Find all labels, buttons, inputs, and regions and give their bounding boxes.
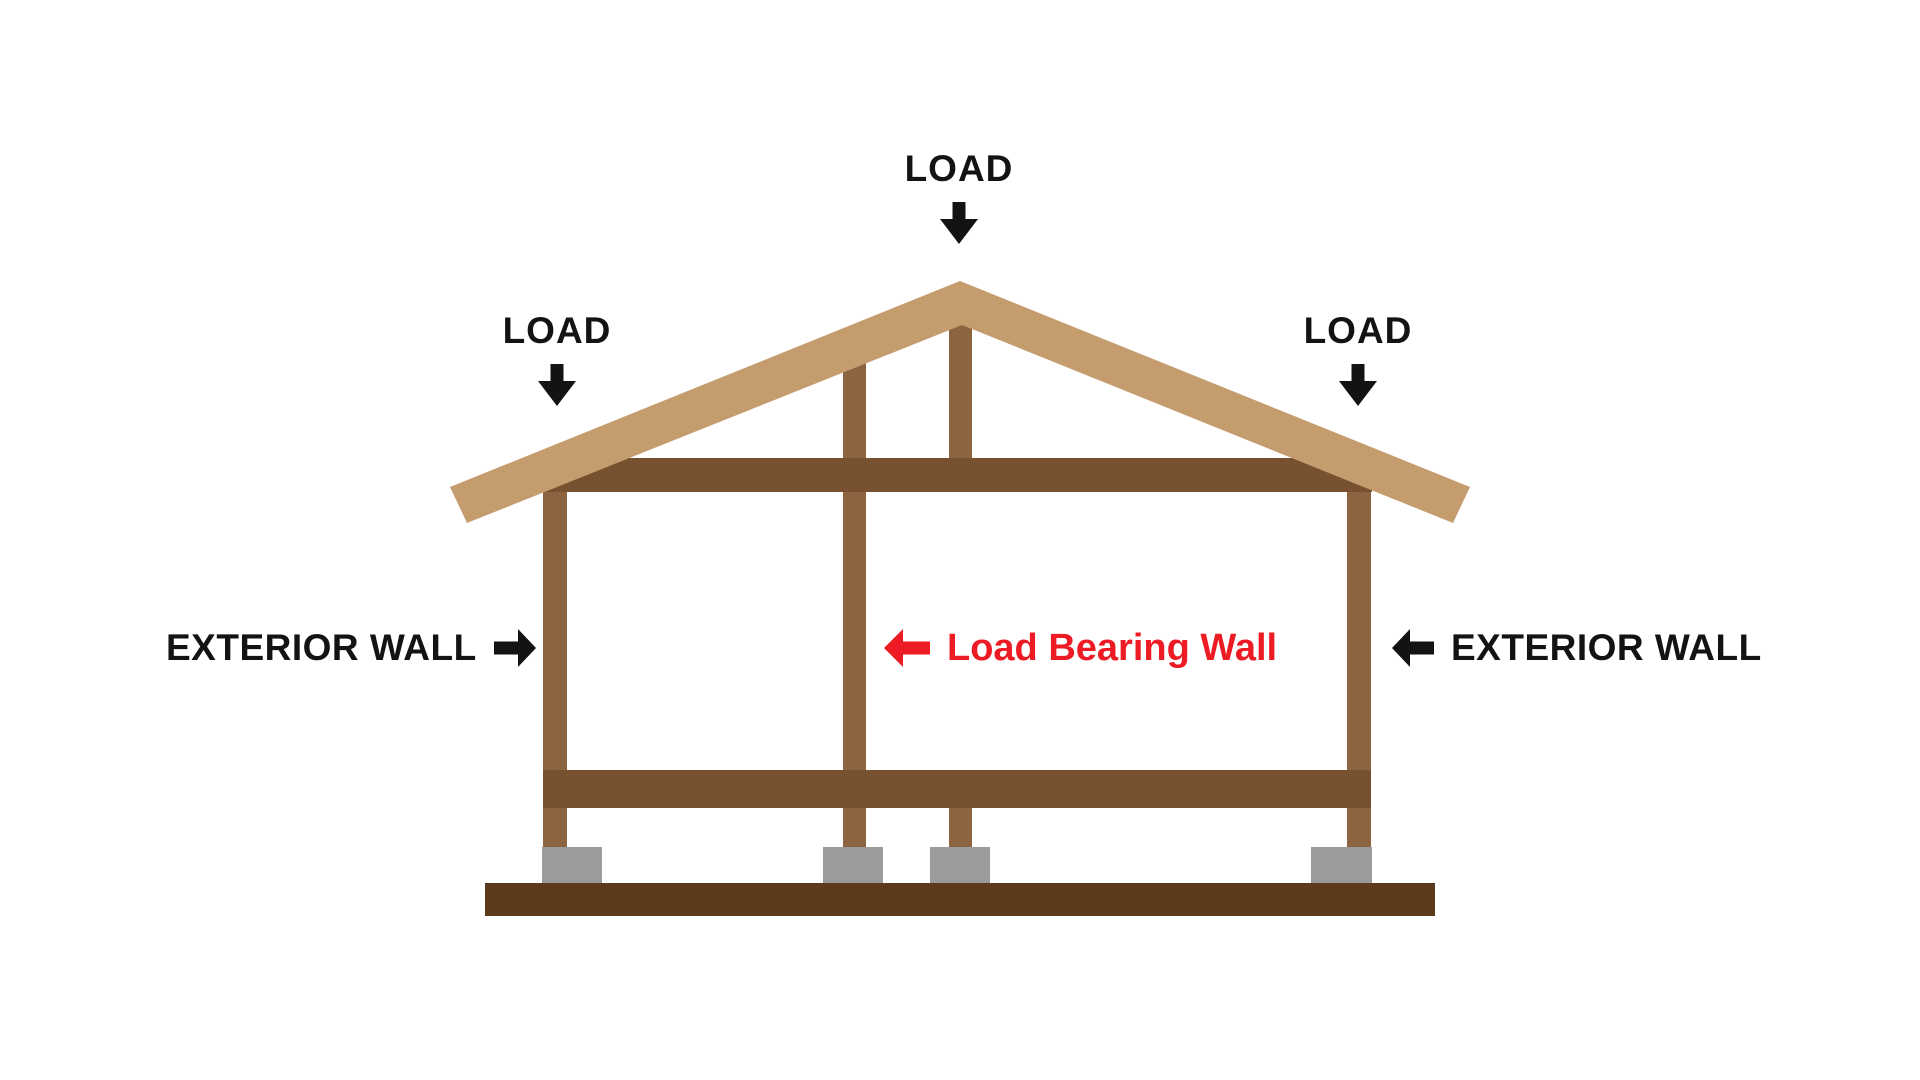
exterior-wall-left-text: EXTERIOR WALL [166,627,477,668]
footing-left [542,847,602,883]
ridge-post [949,318,972,480]
load-label-top: LOAD [859,150,1059,244]
floor-beam [543,770,1371,808]
down-arrow-icon [1339,364,1377,406]
load-label-left: LOAD [457,312,657,406]
left-arrow-icon [884,629,930,667]
left-arrow-icon [1392,629,1434,667]
right-arrow-icon [493,629,536,667]
load-label-right: LOAD [1258,312,1458,406]
load-label-right-text: LOAD [1303,310,1413,351]
footing-load-bearing [823,847,883,883]
exterior-wall-label-right: EXTERIOR WALL [1392,629,1762,667]
exterior-wall-label-left: EXTERIOR WALL [166,629,536,667]
exterior-wall-right-text: EXTERIOR WALL [1451,627,1762,668]
load-bearing-wall-label: Load Bearing Wall [884,629,1277,667]
load-bearing-wall-text: Load Bearing Wall [947,627,1278,669]
ceiling-beam [543,458,1372,492]
down-arrow-icon [538,364,576,406]
load-label-left-text: LOAD [502,310,612,351]
down-arrow-icon [940,202,978,244]
foundation-slab [485,883,1435,916]
footing-right [1311,847,1372,883]
footing-ridge [930,847,990,883]
load-label-top-text: LOAD [904,148,1014,189]
